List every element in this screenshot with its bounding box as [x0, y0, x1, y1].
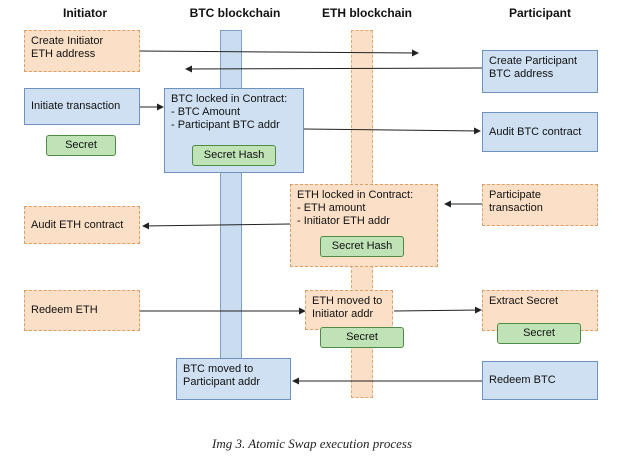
eth-moved-box: ETH moved to Initiator addr: [305, 290, 393, 330]
audit-btc-contract-box: Audit BTC contract: [482, 112, 598, 152]
extracted-secret-tag: Secret: [497, 323, 581, 344]
arrow-eth-moved-to-extract: [393, 306, 482, 314]
header-participant: Participant: [508, 6, 571, 20]
arrow-initiator-to-participant: [139, 49, 419, 57]
redeem-btc-box: Redeem BTC: [482, 361, 598, 400]
participate-transaction-box: Participate transaction: [482, 184, 598, 226]
redeem-eth-box: Redeem ETH: [24, 290, 140, 331]
audit-eth-contract-box: Audit ETH contract: [24, 206, 140, 244]
header-eth-blockchain: ETH blockchain: [321, 6, 413, 20]
eth-secret-hash-tag: Secret Hash: [320, 236, 404, 257]
arrow-participant-to-initiator: [185, 65, 483, 73]
figure-caption: Img 3. Atomic Swap execution process: [211, 436, 412, 451]
header-btc-blockchain: BTC blockchain: [189, 6, 281, 20]
initiate-transaction-box: Initiate transaction: [24, 88, 140, 125]
create-participant-btc-address-box: Create Participant BTC address: [482, 50, 598, 93]
create-initiator-eth-address-box: Create Initiator ETH address: [24, 30, 140, 72]
btc-moved-box: BTC moved to Participant addr: [176, 358, 291, 400]
arrow-btc-contract-to-audit: [303, 127, 481, 135]
btc-secret-hash-tag: Secret Hash: [192, 145, 276, 166]
header-initiator: Initiator: [63, 6, 107, 20]
initiator-secret-tag: Secret: [46, 135, 116, 156]
eth-moved-secret-tag: Secret: [320, 327, 404, 348]
arrow-eth-contract-to-audit: [142, 222, 291, 230]
